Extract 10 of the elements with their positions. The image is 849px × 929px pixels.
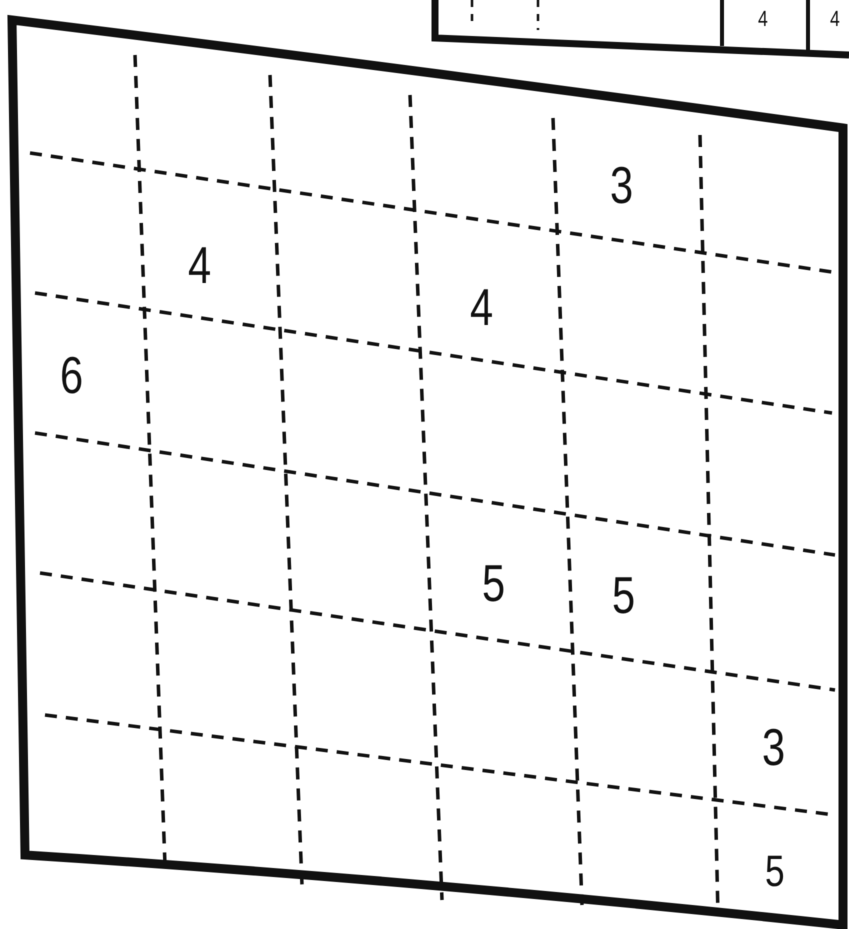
clue-number: 4 bbox=[470, 282, 494, 334]
clue-number: 6 bbox=[60, 350, 84, 402]
clue-number: 3 bbox=[610, 160, 634, 212]
clue-number: 5 bbox=[612, 570, 636, 622]
clue-number: 3 bbox=[762, 722, 786, 774]
clue-number: 5 bbox=[765, 850, 785, 894]
clue-number: 5 bbox=[482, 558, 506, 610]
clue-number: 4 bbox=[758, 8, 768, 30]
clue-number: 4 bbox=[830, 8, 840, 30]
clue-number: 4 bbox=[188, 240, 212, 292]
